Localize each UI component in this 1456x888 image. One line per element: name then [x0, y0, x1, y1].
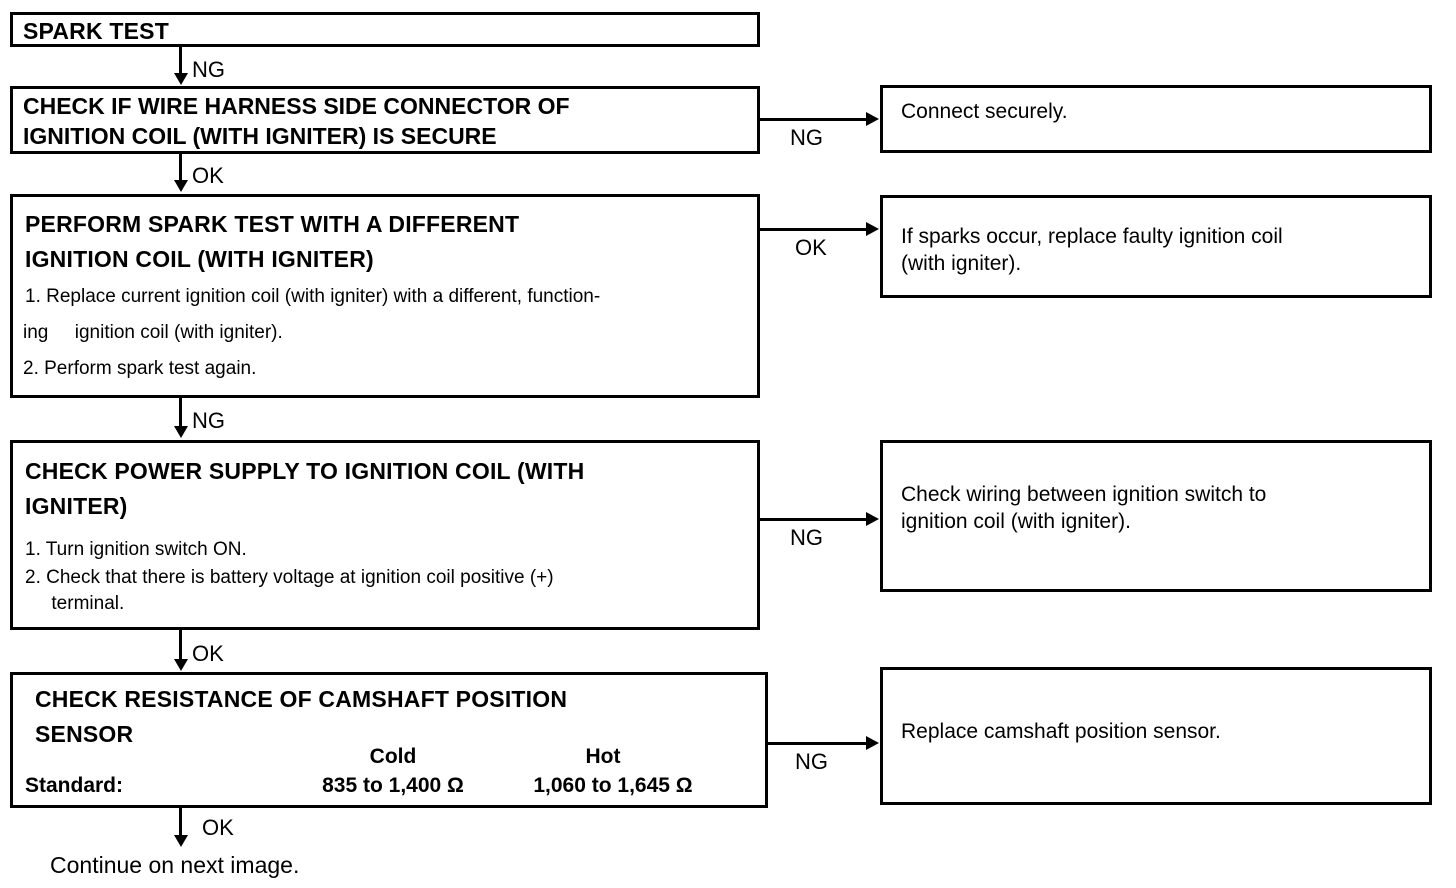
node-check-connector-heading-line1: CHECK IF WIRE HARNESS SIDE CONNECTOR OF — [23, 91, 749, 121]
node-perform-spark-test-step1: 1. Replace current ignition coil (with i… — [25, 286, 601, 307]
connector-v4-line — [179, 630, 182, 662]
result-replace-cam-sensor-text: Replace camshaft position sensor. — [901, 720, 1221, 743]
connector-h3-line — [760, 518, 870, 521]
connector-h2-label: OK — [795, 235, 827, 260]
heading-word-connector: CONNECTOR — [383, 93, 532, 119]
result-replace-faulty-coil-text: If sparks occur, replace faulty ignition… — [901, 225, 1283, 275]
connector-v2-line — [179, 154, 182, 182]
connector-v3-line — [179, 398, 182, 428]
connector-h4-line — [768, 742, 870, 745]
node-perform-spark-test-step2: 2. Perform spark test again. — [23, 358, 257, 379]
result-check-wiring-inner: Check wiring between ignition switch to … — [883, 443, 1429, 539]
node-check-resistance-inner: CHECK RESISTANCE OF CAMSHAFT POSITION SE… — [13, 675, 765, 756]
connector-h4-label: NG — [795, 749, 828, 774]
node-check-resistance[interactable]: CHECK RESISTANCE OF CAMSHAFT POSITION SE… — [10, 672, 768, 808]
result-replace-faulty-coil-inner: If sparks occur, replace faulty ignition… — [883, 198, 1429, 281]
node-check-power-supply-heading: CHECK POWER SUPPLY TO IGNITION COIL (WIT… — [25, 458, 585, 519]
connector-v5-label: OK — [202, 815, 234, 840]
node-check-resistance-col-hot: Hot — [585, 745, 621, 768]
connector-v5-arrow — [174, 835, 188, 847]
heading-word-harness: HARNESS — [204, 93, 317, 119]
node-check-power-supply-inner: CHECK POWER SUPPLY TO IGNITION COIL (WIT… — [13, 443, 757, 621]
connector-v2-arrow — [174, 180, 188, 192]
node-perform-spark-test-inner: PERFORM SPARK TEST WITH A DIFFERENT IGNI… — [13, 197, 757, 391]
node-check-resistance-col-cold: Cold — [369, 745, 417, 768]
connector-v1-arrow — [174, 73, 188, 85]
connector-h4-arrow — [866, 736, 879, 750]
connector-v5-line — [179, 808, 182, 838]
heading-word-check: CHECK — [23, 93, 105, 119]
connector-h2-line — [760, 228, 870, 231]
node-check-power-supply-step1: 1. Turn ignition switch ON. — [25, 539, 247, 560]
result-replace-cam-sensor[interactable]: Replace camshaft position sensor. — [880, 667, 1432, 805]
node-perform-spark-test[interactable]: PERFORM SPARK TEST WITH A DIFFERENT IGNI… — [10, 194, 760, 398]
connector-v3-arrow — [174, 426, 188, 438]
node-spark-test-inner: SPARK TEST — [13, 15, 757, 50]
node-spark-test[interactable]: SPARK TEST — [10, 12, 760, 47]
connector-v4-arrow — [174, 659, 188, 671]
connector-v1-line — [179, 47, 182, 76]
node-perform-spark-test-step1b: ing ignition coil (with igniter). — [23, 322, 283, 343]
node-check-connector-heading: CHECK IF WIRE HARNESS SIDE CONNECTOR OF … — [23, 91, 749, 151]
result-check-wiring[interactable]: Check wiring between ignition switch to … — [880, 440, 1432, 592]
node-check-resistance-val-cold: 835 to 1,400 Ω — [322, 774, 464, 797]
footer-continue-text: Continue on next image. — [50, 852, 300, 878]
connector-h1-label: NG — [790, 125, 823, 150]
node-check-resistance-heading: CHECK RESISTANCE OF CAMSHAFT POSITION SE… — [35, 686, 568, 747]
node-perform-spark-test-heading: PERFORM SPARK TEST WITH A DIFFERENT IGNI… — [25, 211, 520, 272]
heading-word-wire: WIRE — [138, 93, 199, 119]
result-replace-faulty-coil[interactable]: If sparks occur, replace faulty ignition… — [880, 195, 1432, 298]
heading-word-if: IF — [111, 93, 132, 119]
node-check-connector-inner: CHECK IF WIRE HARNESS SIDE CONNECTOR OF … — [13, 89, 757, 155]
node-check-resistance-standard-label: Standard: — [25, 774, 124, 797]
node-check-power-supply[interactable]: CHECK POWER SUPPLY TO IGNITION COIL (WIT… — [10, 440, 760, 630]
heading-word-of: OF — [537, 93, 570, 119]
connector-h3-arrow — [866, 512, 879, 526]
node-check-connector-heading-line2: IGNITION COIL (WITH IGNITER) IS SECURE — [23, 123, 497, 149]
node-check-power-supply-step2: 2. Check that there is battery voltage a… — [25, 567, 554, 614]
node-check-connector[interactable]: CHECK IF WIRE HARNESS SIDE CONNECTOR OF … — [10, 86, 760, 154]
connector-h1-line — [760, 118, 870, 121]
connector-v1-label: NG — [192, 57, 225, 82]
result-connect-securely-inner: Connect securely. — [883, 88, 1429, 129]
connector-v2-label: OK — [192, 163, 224, 188]
node-spark-test-heading: SPARK TEST — [23, 18, 169, 44]
connector-h3-label: NG — [790, 525, 823, 550]
connector-v4-label: OK — [192, 641, 224, 666]
node-check-resistance-val-hot: 1,060 to 1,645 Ω — [533, 774, 693, 797]
connector-v3-label: NG — [192, 408, 225, 433]
result-connect-securely[interactable]: Connect securely. — [880, 85, 1432, 153]
result-replace-cam-sensor-inner: Replace camshaft position sensor. — [883, 670, 1429, 749]
result-check-wiring-text: Check wiring between ignition switch to … — [901, 483, 1267, 533]
connector-h1-arrow — [866, 112, 879, 126]
heading-word-side: SIDE — [323, 93, 378, 119]
connector-h2-arrow — [866, 222, 879, 236]
result-connect-securely-text: Connect securely. — [901, 100, 1068, 123]
